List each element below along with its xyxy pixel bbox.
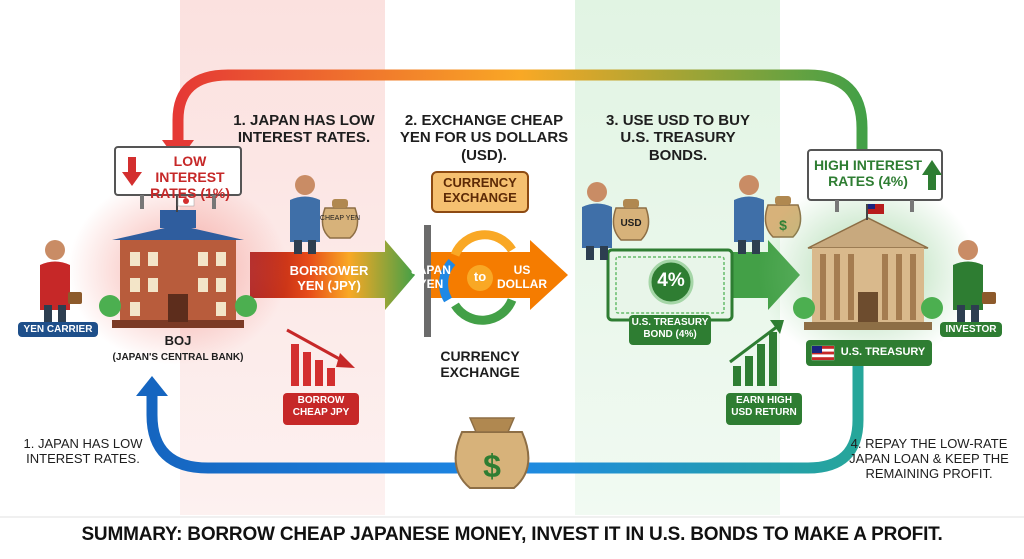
earn-return-badge [726, 393, 802, 425]
boj-name: BOJ [164, 333, 192, 348]
borrower-yen-label: BORROWER YEN (JPY) [289, 263, 369, 293]
boj-subtitle: (JAPAN'S CENTRAL BANK) [112, 352, 244, 363]
currency-exchange-sign-board [431, 171, 529, 213]
us-treasury-text: U.S. TREASURY [840, 346, 926, 358]
falling-chart-icon [286, 328, 355, 386]
investor-with-bag-person-icon [734, 175, 764, 254]
earn-return-text: EARN HIGH USD RETURN [731, 395, 797, 418]
step-1-bottom-label: 1. JAPAN HAS LOW INTEREST RATES. [23, 436, 143, 466]
borrow-cheap-jpy-text: BORROW CHEAP JPY [292, 395, 350, 418]
exchange-arrow [430, 240, 568, 310]
us-flag-icon [811, 345, 835, 361]
high-rate-sign-text: High Interest Rates (4%) [813, 157, 923, 190]
bottom-arc-arrowhead [136, 376, 168, 396]
us-treasury-badge [806, 340, 932, 366]
money-bag-icon: $ [454, 417, 530, 489]
bond-label-text: U.S. TREASURY BOND (4%) [631, 317, 709, 340]
investor-badge: INVESTOR [940, 322, 1002, 337]
borrower-person-icon [290, 175, 320, 254]
bond-rate-text: 4% [657, 270, 685, 291]
low-rate-sign-text: LOW INTEREST RATES (1%) [150, 153, 230, 202]
step-1-top-label: 1. JAPAN HAS LOW INTEREST RATES. [233, 112, 375, 147]
bond-label-badge [629, 315, 711, 345]
exchange-cycle-top [450, 230, 516, 257]
yen-carrier-person-icon [40, 240, 82, 323]
borrow-cheap-jpy-badge [283, 393, 359, 425]
exchange-divider [424, 225, 431, 337]
exchange-cycle-left [439, 258, 456, 303]
exchange-center-disc [467, 265, 493, 291]
boj-building-icon [99, 195, 257, 328]
summary-text: SUMMARY: BORROW CHEAP JAPANESE MONEY, IN… [81, 524, 943, 545]
borrow-arrow [250, 240, 415, 310]
usd-buyer-person-icon [582, 182, 612, 260]
up-arrow-icon [922, 160, 942, 190]
treasury-building-icon [793, 204, 943, 330]
step-2-label: 2. EXCHANGE CHEAP YEN FOR US DOLLARS (US… [399, 112, 569, 164]
down-arrow-icon [122, 157, 142, 186]
usd-bag-text: USD [620, 218, 642, 229]
top-flow-arc [172, 69, 868, 166]
usd-bag-icon [612, 199, 650, 241]
exchange-cycle-bottom [451, 298, 517, 325]
low-rate-sign-board [114, 146, 242, 196]
step-3-label: 3. USE USD TO BUY U.S. TREASURY BONDS. [606, 112, 750, 164]
cheap-yen-bag-icon [321, 199, 359, 239]
svg-text:$: $ [483, 448, 501, 484]
step-4-label: 4. REPAY THE LOW-RATE JAPAN LOAN & KEEP … [849, 436, 1009, 481]
treasury-bond-certificate [606, 248, 734, 322]
to-label: to [473, 269, 487, 284]
japan-yen-label: JAPAN YEN [411, 263, 451, 291]
us-dollar-label: US DOLLAR [497, 263, 547, 291]
cheap-yen-bag-text: CHEAP YEN [319, 215, 361, 222]
currency-exchange-bottom-label: CURRENCY EXCHANGE [440, 348, 520, 381]
currency-exchange-sign-text: CURRENCY EXCHANGE [443, 175, 517, 205]
yen-carrier-badge: YEN CARRIER [18, 322, 98, 337]
investor-person-icon [953, 240, 996, 323]
